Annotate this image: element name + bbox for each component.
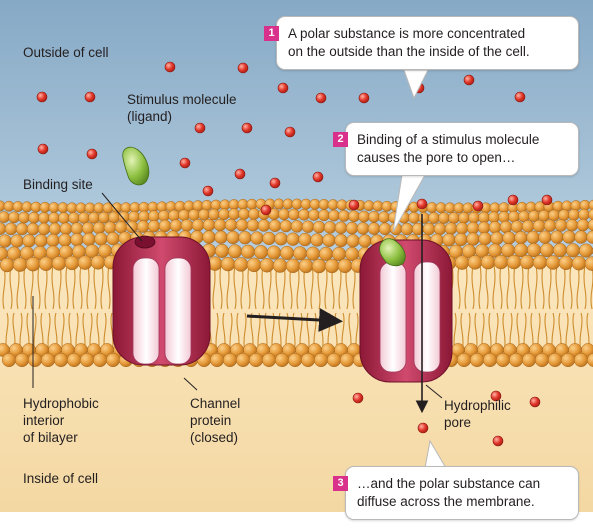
polar-molecule bbox=[312, 171, 324, 183]
stimulus-molecule-label: Stimulus molecule (ligand) bbox=[127, 91, 237, 125]
channel-protein-closed bbox=[112, 235, 211, 366]
polar-molecule bbox=[269, 177, 281, 189]
step-1-line2: on the outside than the inside of the ce… bbox=[288, 44, 530, 59]
polar-molecule bbox=[179, 157, 191, 169]
polar-molecule bbox=[284, 126, 296, 138]
polar-molecule bbox=[490, 390, 502, 402]
binding-site-pocket bbox=[134, 235, 156, 249]
step-3-line1: …and the polar substance can bbox=[357, 476, 541, 491]
polar-molecule bbox=[417, 422, 429, 434]
leader-lines bbox=[32, 192, 443, 399]
hydrophilic-line2: pore bbox=[444, 415, 472, 430]
step-3-badge: 3 bbox=[333, 476, 348, 491]
polar-molecule bbox=[241, 122, 253, 134]
channel-line1: Channel bbox=[190, 396, 241, 411]
step-2-callout: 2 Binding of a stimulus molecule causes … bbox=[333, 122, 579, 176]
step-2-line1: Binding of a stimulus molecule bbox=[357, 132, 540, 147]
hydrophobic-line1: Hydrophobic bbox=[23, 396, 99, 411]
polar-molecule bbox=[277, 82, 289, 94]
stimulus-label-line2: (ligand) bbox=[127, 109, 173, 124]
polar-molecule bbox=[164, 61, 176, 73]
bound-stimulus-molecule bbox=[379, 238, 406, 267]
polar-molecule bbox=[260, 204, 272, 216]
polar-molecule bbox=[86, 148, 98, 160]
step-1-badge: 1 bbox=[264, 26, 279, 41]
stimulus-label-line1: Stimulus molecule bbox=[127, 92, 237, 107]
inside-label: Inside of cell bbox=[23, 471, 99, 486]
polar-molecule bbox=[352, 392, 364, 404]
stimulus-molecule bbox=[122, 146, 150, 186]
transition-arrow bbox=[246, 308, 343, 332]
step-3-callout: 3 …and the polar substance can diffuse a… bbox=[333, 466, 579, 520]
hydrophobic-line3: of bilayer bbox=[23, 430, 78, 445]
channel-line2: protein bbox=[190, 413, 232, 428]
channel-line3: (closed) bbox=[190, 430, 239, 445]
polar-molecule bbox=[348, 199, 360, 211]
polar-molecule bbox=[463, 74, 475, 86]
hydrophilic-pore-label: Hydrophilic pore bbox=[444, 397, 511, 431]
polar-molecule bbox=[507, 194, 519, 206]
polar-molecule bbox=[529, 396, 541, 408]
polar-molecule bbox=[492, 435, 504, 447]
polar-molecule bbox=[37, 143, 49, 155]
polar-molecule bbox=[36, 91, 48, 103]
polar-molecule bbox=[514, 91, 526, 103]
step-1-callout: 1 A polar substance is more concentrated… bbox=[264, 16, 579, 70]
channel-protein-label: Channel protein (closed) bbox=[190, 395, 240, 446]
polar-molecule bbox=[315, 92, 327, 104]
polar-molecule bbox=[237, 62, 249, 74]
step-3-line2: diffuse across the membrane. bbox=[357, 494, 535, 509]
channel-protein-open bbox=[359, 239, 453, 383]
hydrophilic-line1: Hydrophilic bbox=[444, 398, 511, 413]
polar-molecule bbox=[84, 91, 96, 103]
hydrophobic-line2: interior bbox=[23, 413, 65, 428]
polar-molecule bbox=[358, 92, 370, 104]
polar-molecule bbox=[416, 198, 428, 210]
polar-molecule bbox=[472, 200, 484, 212]
polar-molecule bbox=[234, 168, 246, 180]
outside-label: Outside of cell bbox=[23, 45, 109, 60]
step-1-line1: A polar substance is more concentrated bbox=[288, 26, 526, 41]
polar-molecule bbox=[202, 185, 214, 197]
binding-site-label: Binding site bbox=[23, 177, 93, 192]
polar-molecule bbox=[194, 122, 206, 134]
step-2-line2: causes the pore to open… bbox=[357, 150, 516, 165]
polar-molecule bbox=[541, 194, 553, 206]
hydrophobic-interior-label: Hydrophobic interior of bilayer bbox=[23, 395, 99, 446]
step-2-badge: 2 bbox=[333, 132, 348, 147]
